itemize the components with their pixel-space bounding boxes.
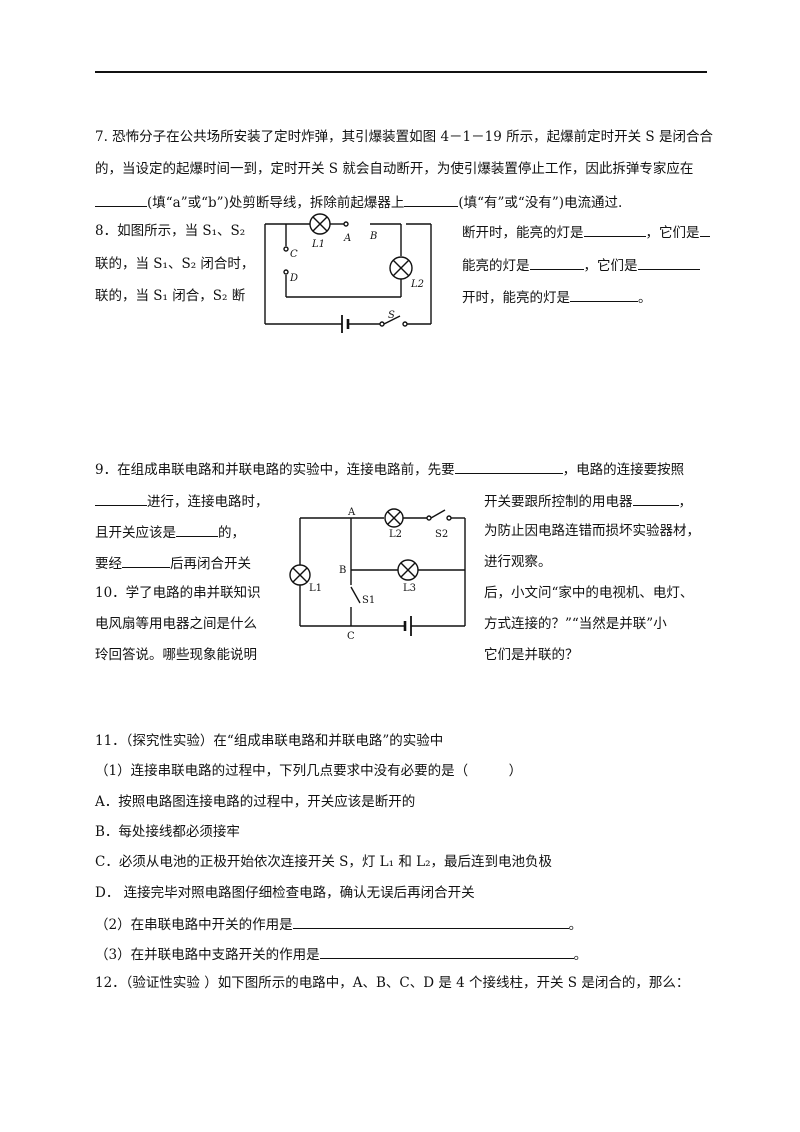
answer-blank[interactable] — [699, 222, 710, 237]
q8-left-line3: 联的，当 S₁ 闭合，S₂ 断 — [95, 288, 246, 304]
q10-right-line1: 后，小文问“家中的电视机、电灯、 — [484, 585, 694, 601]
label-B: B — [369, 231, 377, 242]
answer-blank[interactable] — [292, 914, 569, 929]
q9-left-line3: 且开关应该是的， — [95, 522, 245, 542]
answer-blank[interactable] — [583, 222, 646, 237]
q7-line3: (填“a”或“b”)处剪断导线，拆除前起爆器上(填“有”或“没有”)电流通过. — [95, 192, 622, 212]
answer-blank[interactable] — [570, 287, 638, 302]
q10-right-line2: 方式连接的？”“当然是并联”小 — [484, 616, 667, 632]
answer-blank[interactable] — [95, 192, 147, 207]
answer-blank[interactable] — [454, 459, 563, 474]
q11-option-d: D． 连接完毕对照电路图仔细检查电路，确认无误后再闭合开关 — [95, 885, 475, 901]
answer-blank[interactable] — [122, 553, 170, 568]
q11-title: 11．（探究性实验）在“组成串联电路和并联电路”的实验中 — [95, 733, 444, 749]
q11-option-b: B．每处接线都必须接牢 — [95, 824, 240, 840]
q10-left-line1: 10．学了电路的串并联知识 — [95, 585, 261, 601]
answer-blank[interactable] — [404, 192, 459, 207]
q11-option-c: C．必须从电池的正极开始依次连接开关 S，灯 L₁ 和 L₂，最后连到电池负极 — [95, 854, 552, 870]
q9-left-line2: 进行，连接电路时， — [95, 491, 269, 511]
q10-left-line2: 电风扇等用电器之间是什么 — [95, 616, 257, 632]
label-S: S — [388, 310, 395, 321]
q9-right-line4: 进行观察。 — [484, 554, 552, 570]
answer-blank[interactable] — [95, 491, 147, 506]
label-L1: L1 — [309, 583, 322, 594]
q8-left-line2: 联的，当 S₁、S₂ 闭合时， — [95, 256, 255, 272]
q7-line2: 的，当设定的起爆时间一到，定时开关 S 就会自动断开，为使引爆装置停止工作，因此… — [95, 161, 694, 177]
label-A: A — [343, 233, 351, 244]
q11-option-a: A．按照电路图连接电路的过程中，开关应该是断开的 — [95, 794, 416, 810]
q11-part3: （3）在并联电路中支路开关的作用是。 — [95, 944, 587, 964]
answer-blank[interactable] — [632, 491, 679, 506]
label-L1: L1 — [311, 239, 325, 250]
label-A: A — [347, 507, 356, 518]
label-C: C — [347, 631, 355, 642]
label-L2: L2 — [410, 279, 424, 290]
label-B: B — [339, 565, 346, 576]
q11-part1: （1）连接串联电路的过程中，下列几点要求中没有必要的是（ ） — [95, 763, 523, 779]
label-D: D — [289, 273, 298, 284]
q7-line1: 7. 恐怖分子在公共场所安装了定时炸弹，其引爆装置如图 4－1－19 所示，起爆… — [95, 129, 713, 145]
answer-blank[interactable] — [176, 522, 218, 537]
q8-right-line3: 开时，能亮的灯是。 — [462, 287, 652, 307]
q9-right-line3: 为防止因电路连错而损坏实验器材， — [484, 523, 700, 539]
label-C: C — [290, 249, 298, 260]
label-S2: S2 — [435, 529, 448, 540]
answer-blank[interactable] — [637, 255, 700, 270]
q8-circuit-diagram: L1 A B C D L2 S — [264, 213, 432, 333]
answer-blank[interactable] — [529, 255, 584, 270]
q9-right-line2: 开关要跟所控制的用电器， — [484, 491, 692, 511]
label-L2: L2 — [389, 529, 402, 540]
label-L3: L3 — [403, 583, 416, 594]
header-rule — [95, 71, 707, 73]
q8-left-line1: 8．如图所示，当 S₁、S₂ — [95, 223, 246, 239]
q9-left-line4: 要经后再闭合开关 — [95, 553, 251, 573]
q10-left-line3: 玲回答说。哪些现象能说明 — [95, 647, 257, 663]
q10-right-line3: 它们是并联的？ — [484, 647, 579, 663]
answer-blank[interactable] — [319, 944, 574, 959]
q9-line1: 9．在组成串联电路和并联电路的实验中，连接电路前，先要，电路的连接要按照 — [95, 459, 684, 479]
q9-circuit-diagram: A B C L1 L2 L3 S1 S2 — [289, 507, 466, 642]
q8-right-line2: 能亮的灯是，它们是 — [462, 255, 700, 275]
q12-line: 12．（验证性实验 ）如下图所示的电路中，A、B、C、D 是 4 个接线柱，开关… — [95, 975, 690, 991]
q8-right-line1: 断开时，能亮的灯是，它们是 — [462, 222, 710, 242]
q11-part2: （2）在串联电路中开关的作用是。 — [95, 914, 582, 934]
label-S1: S1 — [362, 595, 375, 606]
